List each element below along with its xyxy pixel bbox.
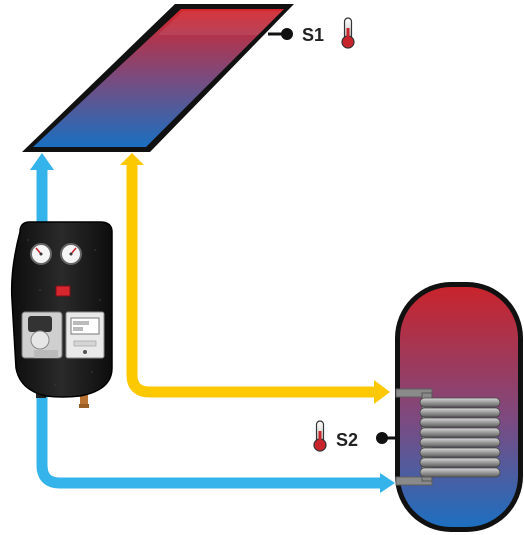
sensor-s1-label: S1 xyxy=(302,25,324,45)
pump-station-icon xyxy=(10,221,113,408)
thermometer-icon xyxy=(313,420,327,452)
heat-exchanger-coil xyxy=(419,392,501,482)
cold-return-pipe xyxy=(30,153,395,493)
thermometer-icon xyxy=(341,17,355,49)
hot-flow-pipe xyxy=(120,153,390,404)
storage-tank-icon xyxy=(395,282,523,532)
sensor-s1: S1 xyxy=(268,17,355,49)
sensor-s2: S2 xyxy=(313,420,400,452)
sensor-s2-label: S2 xyxy=(336,430,358,450)
solar-collector-icon xyxy=(22,4,294,152)
